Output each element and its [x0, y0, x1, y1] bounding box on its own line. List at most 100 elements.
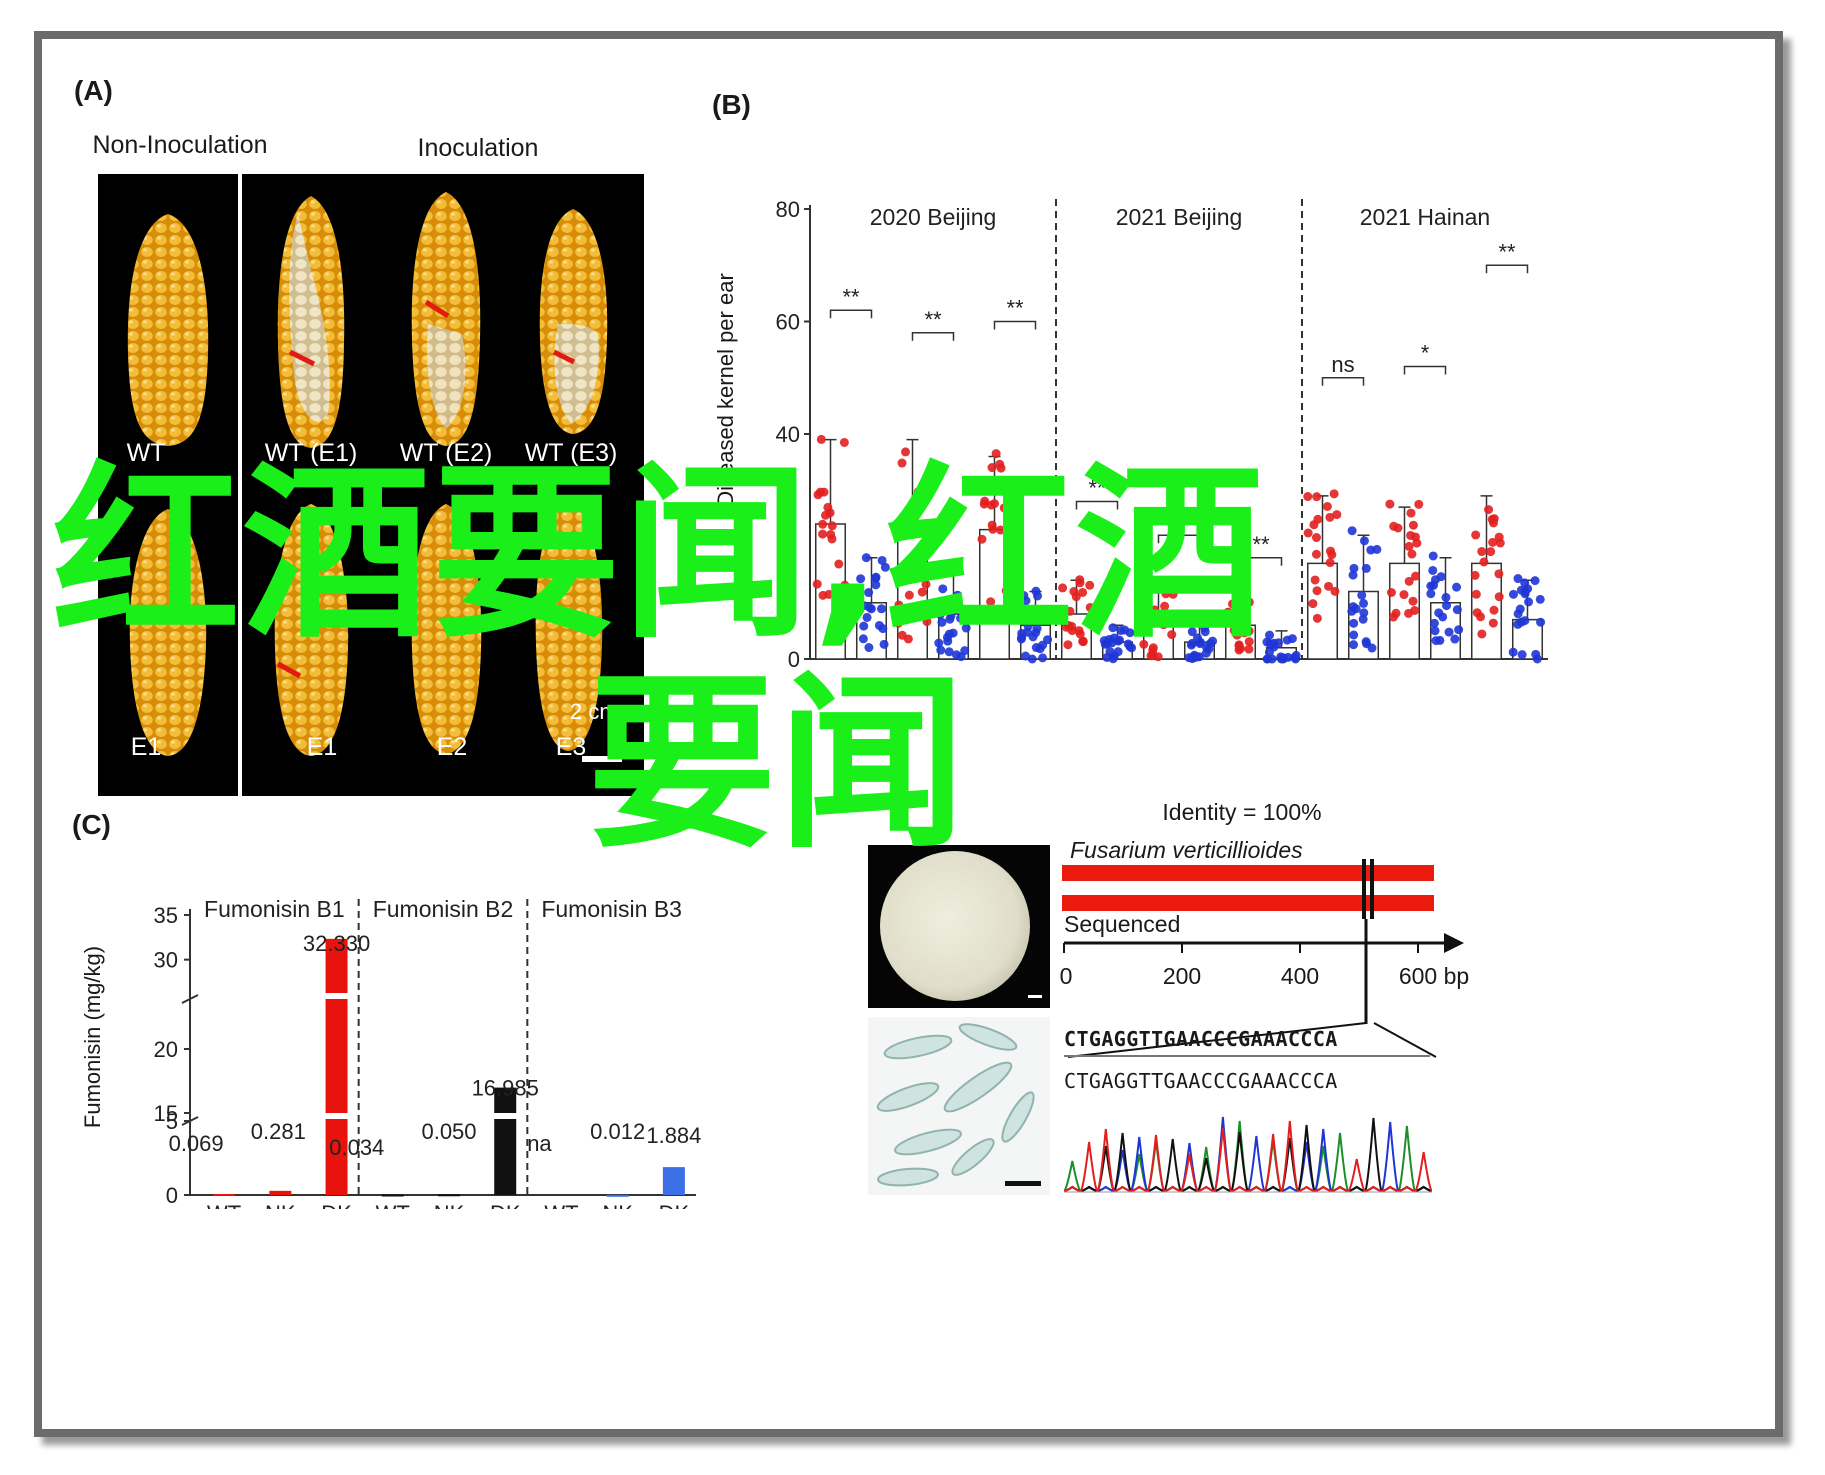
y-tick-label: 0: [788, 647, 800, 669]
query-bar: [1062, 895, 1434, 911]
data-point: [812, 579, 822, 589]
data-point: [1244, 637, 1254, 647]
data-point: [1411, 571, 1421, 581]
data-point: [1004, 517, 1014, 527]
significance-bracket: [1239, 557, 1283, 566]
bar: [438, 1194, 460, 1197]
data-point: [1078, 636, 1088, 646]
significance-label: ns: [1331, 352, 1354, 377]
bp-tick-400: 400: [1280, 963, 1320, 989]
data-point: [1516, 617, 1526, 627]
data-point: [1471, 530, 1481, 540]
data-point: [1452, 605, 1462, 615]
reference-bar: [1062, 865, 1434, 881]
significance-bracket: [1403, 365, 1447, 375]
data-point: [1349, 630, 1359, 640]
corn-ear-photos: [98, 174, 644, 796]
bar-break: [323, 993, 350, 999]
corn-ear-e1: [274, 504, 349, 756]
data-point: [1430, 626, 1440, 636]
data-point: [938, 584, 948, 594]
bar: [662, 1167, 685, 1195]
value-label: 0.069: [169, 1131, 224, 1156]
data-point: [865, 603, 875, 613]
data-point: [1187, 627, 1197, 637]
section-title: Fumonisin B2: [373, 896, 514, 922]
data-point: [854, 603, 864, 613]
non-inoculation-header: Non-Inoculation: [92, 131, 268, 159]
data-point: [1406, 508, 1416, 518]
corn-ear-e2: [411, 504, 482, 754]
data-point: [1429, 618, 1439, 628]
value-label: 0.034: [329, 1135, 384, 1160]
data-point: [953, 590, 963, 600]
alignment-marker-left: [1362, 859, 1366, 919]
data-point: [871, 580, 881, 590]
petri-scale-bar: [1028, 995, 1042, 998]
data-point: [816, 434, 826, 444]
data-point: [1308, 599, 1318, 609]
data-point: [1201, 648, 1211, 658]
data-point: [1412, 538, 1422, 548]
data-point: [1038, 653, 1048, 663]
data-point: [1127, 643, 1137, 653]
data-point: [1532, 654, 1542, 664]
data-point: [999, 503, 1009, 513]
data-point: [988, 524, 998, 534]
data-point: [1484, 505, 1494, 515]
data-point: [1303, 528, 1313, 538]
data-point: [1515, 604, 1525, 614]
data-point: [1399, 590, 1409, 600]
data-point: [1017, 628, 1027, 638]
significance-bracket: [1157, 534, 1201, 544]
data-point: [1454, 625, 1464, 635]
data-point: [880, 562, 890, 572]
data-point: [1410, 605, 1420, 615]
data-point: [1310, 575, 1320, 585]
data-point: [1322, 502, 1332, 512]
overlay-text-line1: 红酒要闻,红酒: [52, 445, 1266, 664]
data-point: [922, 617, 932, 627]
significance-label: **: [924, 307, 942, 332]
data-point: [893, 618, 903, 628]
significance-bracket: [829, 309, 873, 319]
data-point: [1428, 551, 1438, 561]
data-point: [1536, 617, 1546, 627]
panel-c-ylabel: Fumonisin (mg/kg): [80, 945, 105, 1129]
data-point: [861, 553, 871, 563]
data-point: [1186, 640, 1196, 650]
corn-ear-wt-e2: [411, 192, 481, 446]
y-tick-label: 15: [154, 1101, 178, 1126]
panel-b-label: (B): [712, 89, 751, 120]
sequence-read-1: CTGAGGTTGAACCCGAAACCCA: [1064, 1027, 1338, 1051]
data-point: [877, 555, 887, 565]
data-point: [1074, 626, 1084, 636]
x-tick-label: DK: [659, 1201, 690, 1209]
data-point: [871, 573, 881, 583]
data-point: [1441, 592, 1451, 602]
ear-label-e1: E1: [306, 733, 338, 761]
data-point: [1019, 591, 1029, 601]
scale-bar-label: 2 cm: [570, 699, 618, 724]
significance-bracket: [1485, 264, 1529, 274]
data-point: [1223, 607, 1233, 617]
data-point: [1444, 627, 1454, 637]
bar: [325, 938, 348, 1195]
section-title: Fumonisin B1: [204, 896, 345, 922]
significance-label: **: [842, 284, 860, 309]
data-point: [960, 606, 970, 616]
data-point: [1312, 492, 1322, 502]
data-point: [945, 614, 955, 624]
data-point: [913, 487, 923, 497]
y-tick-label: 20: [154, 1037, 178, 1062]
ear-label-e3: E3: [555, 733, 587, 761]
data-point: [1471, 589, 1481, 599]
sequence-divider: [1064, 1055, 1430, 1057]
data-point: [820, 510, 830, 520]
significance-bracket: [911, 332, 955, 341]
data-point: [862, 612, 872, 622]
corn-ear-wt-e3: [539, 209, 608, 434]
data-point: [1488, 518, 1498, 528]
y-tick-label: 35: [154, 903, 178, 928]
data-point: [1167, 630, 1177, 640]
